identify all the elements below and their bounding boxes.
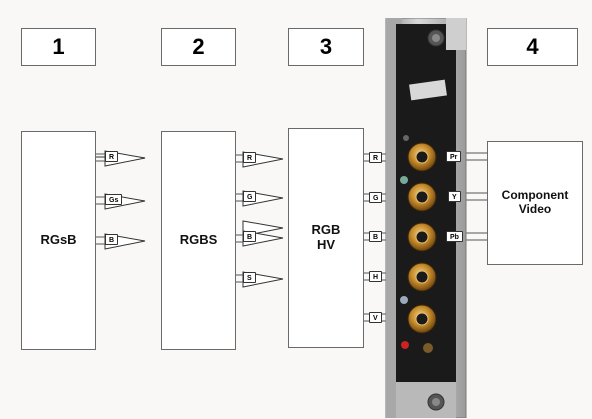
block-rgsb-label: RGsB xyxy=(40,233,76,248)
block-rgsb: RGsB xyxy=(21,131,96,350)
signal-tag-rgbhv-v: V xyxy=(369,312,382,323)
block-rgbs-label: RGBS xyxy=(180,233,218,248)
block-rgbhv-label-line2: HV xyxy=(317,238,335,253)
signal-tag-rgbs-g: G xyxy=(243,191,256,202)
signal-tag-rgbs-r: R xyxy=(243,152,256,163)
signal-tag-rgsb-b: B xyxy=(105,234,118,245)
block-rgbhv-label-line1: RGB xyxy=(312,223,341,238)
signal-tag-rgsb-gs: Gs xyxy=(105,194,122,205)
block-component-label-line2: Video xyxy=(519,203,551,217)
signal-tag-component-pr: Pr xyxy=(446,151,461,162)
signal-tag-rgbhv-h: H xyxy=(369,271,382,282)
block-rgbhv: RGB HV xyxy=(288,128,364,348)
signal-tag-rgbs-b: B xyxy=(243,231,256,242)
signal-tag-rgbhv-b: B xyxy=(369,231,382,242)
block-component-video: Component Video xyxy=(487,141,583,265)
signal-tag-component-y: Y xyxy=(448,191,461,202)
signal-tag-rgbhv-g: G xyxy=(369,192,382,203)
block-component-label-line1: Component xyxy=(502,189,569,203)
signal-tag-component-pb: Pb xyxy=(446,231,463,242)
signal-tag-rgbs-s: S xyxy=(243,272,256,283)
connector-panel xyxy=(376,18,470,418)
block-rgbs: RGBS xyxy=(161,131,236,350)
signal-tag-rgsb-r: R xyxy=(105,151,118,162)
signal-tag-rgbhv-r: R xyxy=(369,152,382,163)
